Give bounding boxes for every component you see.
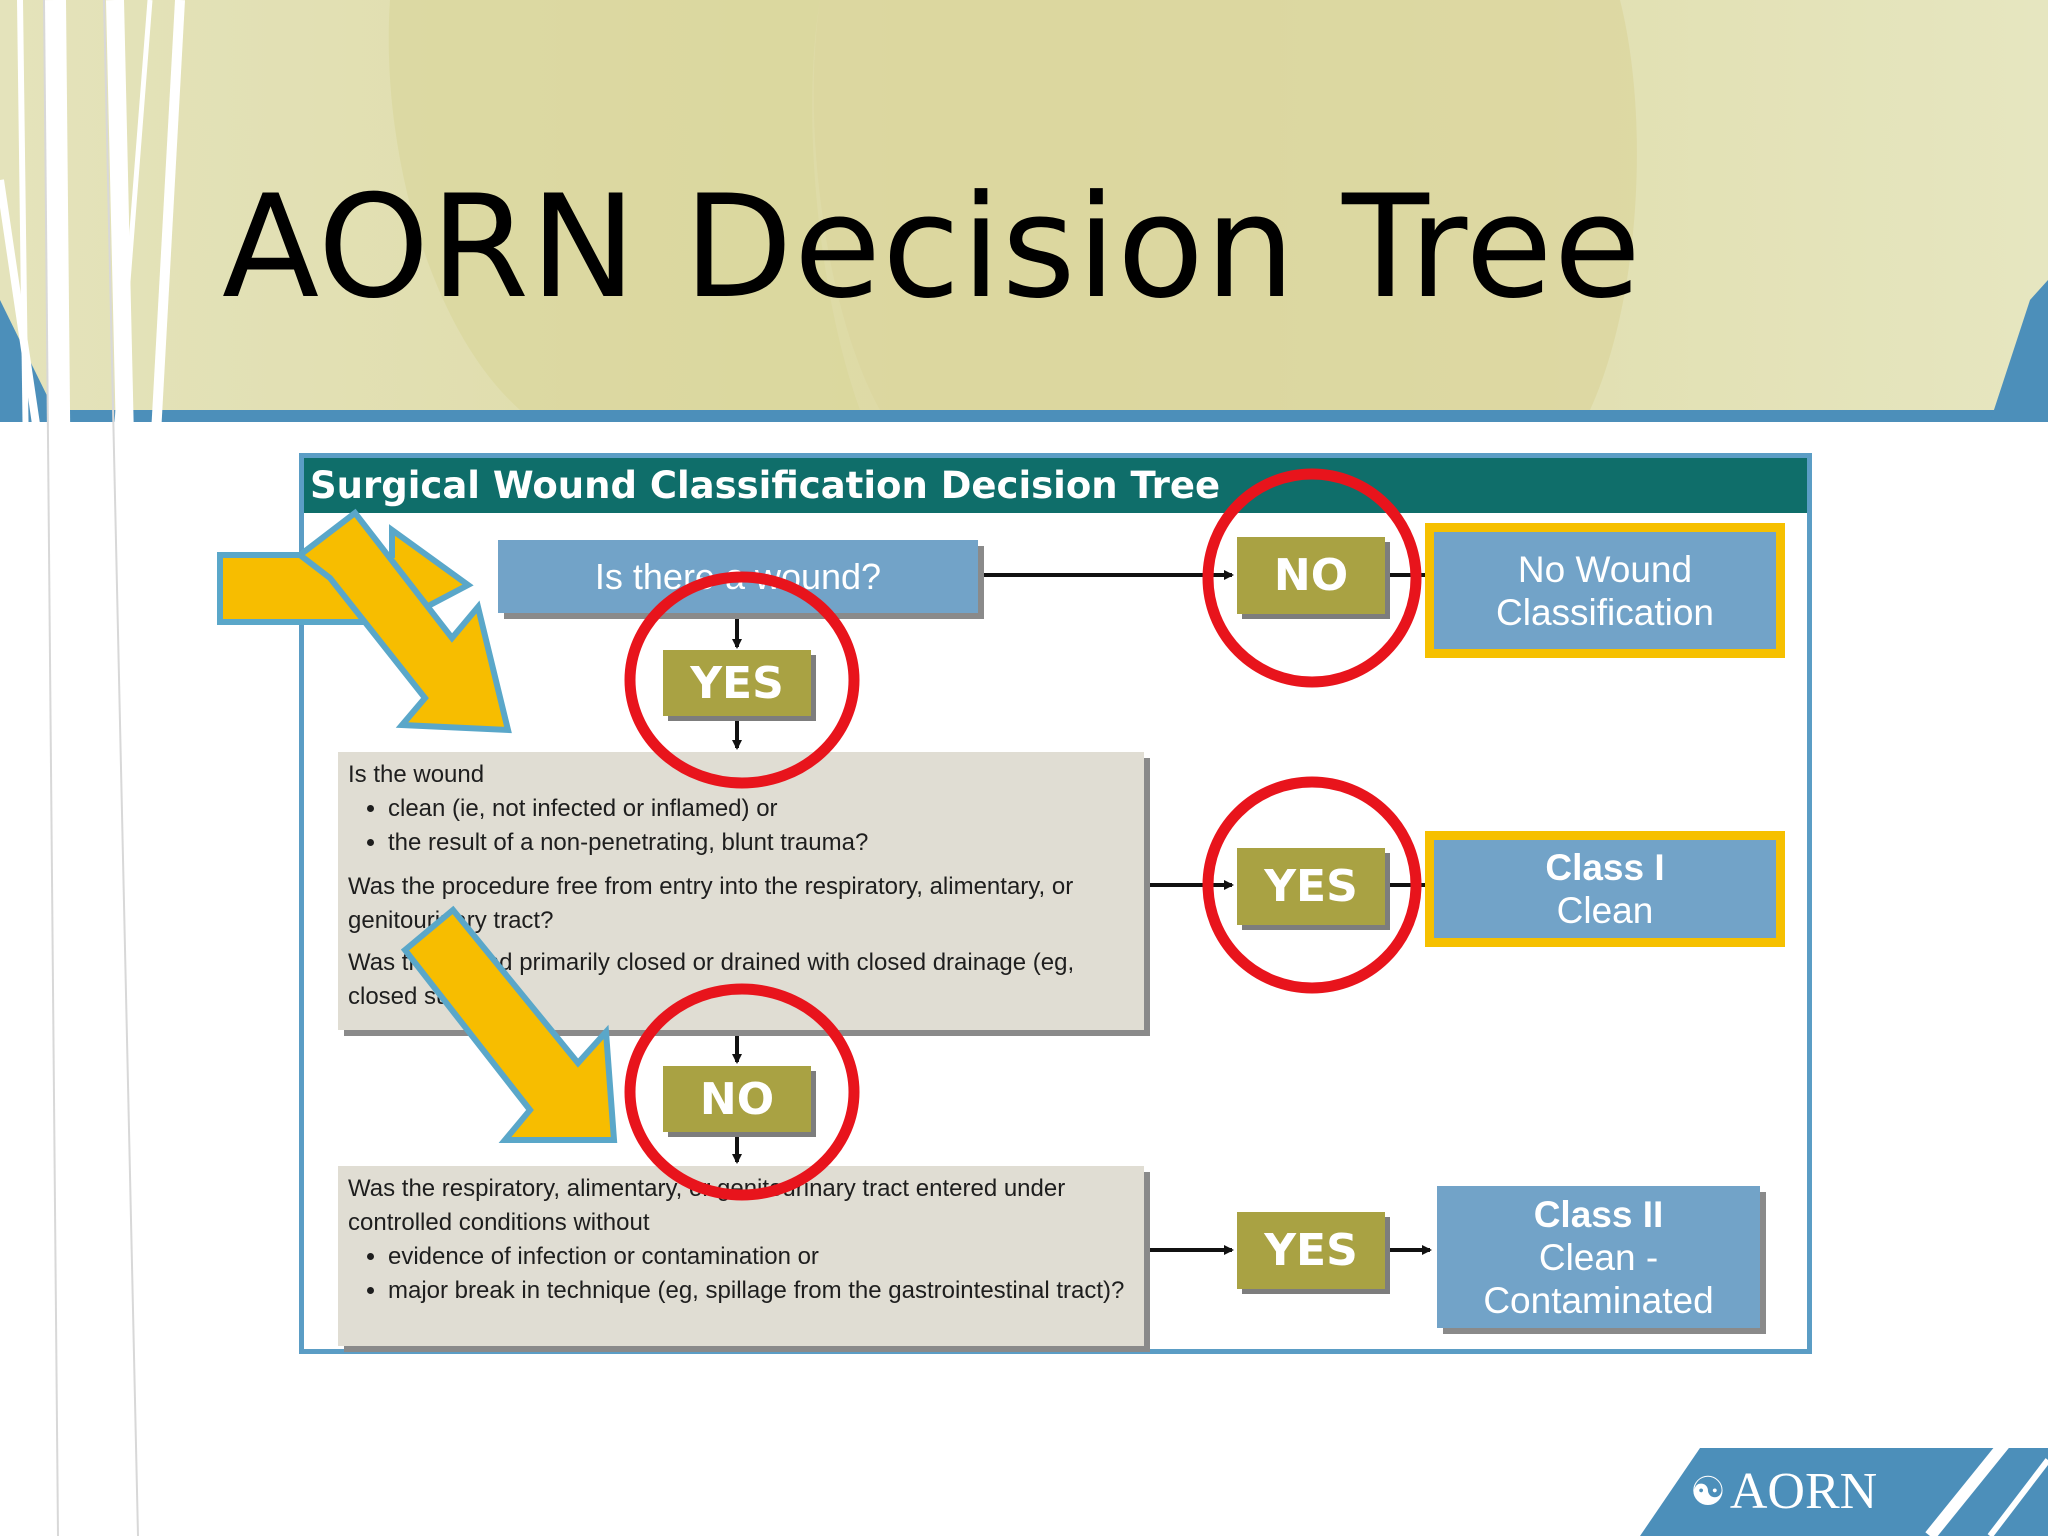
highlight-circle-no-middle xyxy=(624,983,860,1201)
banner-blue-right xyxy=(1990,280,2048,422)
left-streak-shadows xyxy=(43,0,139,1536)
panel1-intro: Is the wound xyxy=(348,761,485,788)
highlight-circle-yes-class1 xyxy=(1202,776,1422,994)
aorn-logo-text: AORN xyxy=(1729,1463,1878,1520)
logo-band-streaks xyxy=(1925,1386,2048,1536)
result-class-2-clean-contaminated: Class II Clean - Contaminated xyxy=(1437,1186,1760,1328)
yes-badge-class2: YES xyxy=(1237,1212,1385,1289)
no-badge-middle: NO xyxy=(663,1066,811,1132)
banner-ellipse-right xyxy=(813,0,1637,410)
result-class1-sub: Clean xyxy=(1556,890,1654,931)
highlight-circle-yes-wound xyxy=(624,571,860,789)
result-no-wound-line1: No Wound xyxy=(1517,548,1693,590)
panel2-bullet-list: evidence of infection or contamination o… xyxy=(348,1240,1134,1308)
panel1-bullet: clean (ie, not infected or inflamed) or xyxy=(388,792,1134,826)
no-badge-top: NO xyxy=(1237,537,1385,614)
result-class2-sub-line2: Contaminated xyxy=(1483,1279,1714,1321)
result-class2-sub-line1: Clean - xyxy=(1538,1236,1659,1278)
pointer-arrow-diagonal-middle xyxy=(400,905,618,1143)
result-class1-title: Class I xyxy=(1545,847,1665,888)
highlight-circle-no-top xyxy=(1202,468,1422,688)
result-class-1-clean: Class I Clean xyxy=(1425,831,1785,947)
aorn-logo: ☯ AORN xyxy=(1690,1462,1877,1521)
pointer-arrows xyxy=(217,508,618,1143)
panel2-intro: Was the respiratory, alimentary, or geni… xyxy=(348,1175,1066,1236)
pointer-arrow-diagonal-top xyxy=(295,508,512,734)
yes-badge-wound: YES xyxy=(663,650,811,716)
panel2-bullet: major break in technique (eg, spillage f… xyxy=(388,1274,1134,1308)
highlight-circles xyxy=(624,468,1422,1201)
yes-badge-class1: YES xyxy=(1237,848,1385,925)
aorn-logo-icon: ☯ xyxy=(1690,1469,1726,1514)
result-class2-title: Class II xyxy=(1533,1193,1664,1235)
result-no-wound-classification: No Wound Classification xyxy=(1425,523,1785,658)
start-question-box: Is there a wound? xyxy=(498,540,978,613)
decision-tree-header: Surgical Wound Classification Decision T… xyxy=(304,458,1807,513)
banner-ellipse-left xyxy=(388,0,860,410)
panel1-bullet: the result of a non-penetrating, blunt t… xyxy=(388,826,1134,860)
banner-blue-band xyxy=(0,410,2048,422)
result-no-wound-line2: Classification xyxy=(1496,591,1714,633)
panel2-bullet: evidence of infection or contamination o… xyxy=(388,1240,1134,1274)
slide-title: AORN Decision Tree xyxy=(222,165,1642,330)
panel1-bullet-list: clean (ie, not infected or inflamed) or … xyxy=(348,792,1134,860)
left-streaks xyxy=(0,0,204,1536)
